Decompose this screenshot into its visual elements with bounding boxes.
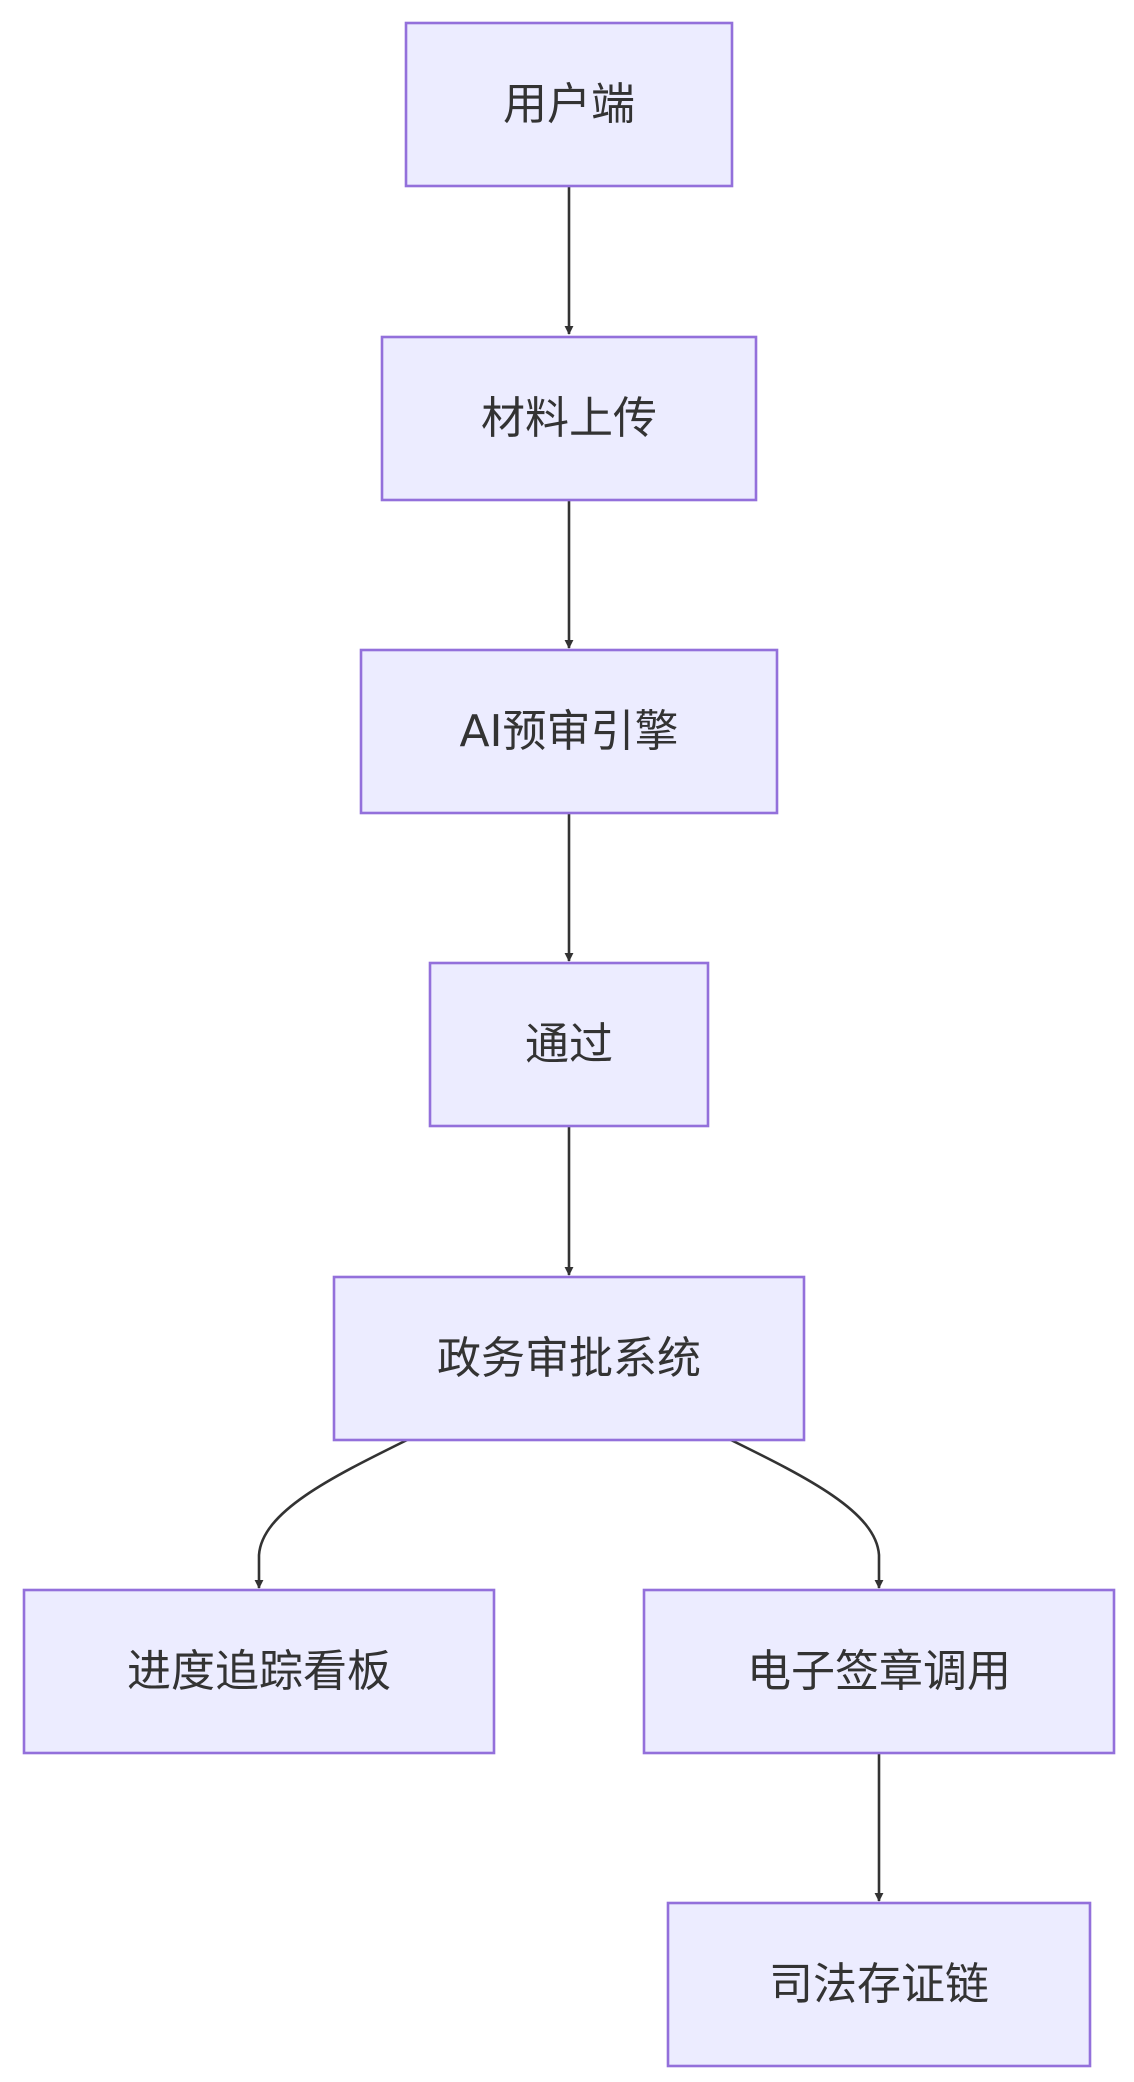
node-user-client[interactable]: 用户端: [404, 21, 734, 188]
node-label: 司法存证链: [769, 1959, 989, 2010]
node-label: 电子签章调用: [747, 1646, 1011, 1697]
edges: [254, 186, 884, 1902]
node-material-upload[interactable]: 材料上传: [380, 335, 758, 502]
node-label: 用户端: [503, 79, 635, 130]
node-passed[interactable]: 通过: [428, 961, 710, 1128]
node-label: 进度追踪看板: [127, 1646, 391, 1697]
node-e-signature[interactable]: 电子签章调用: [642, 1588, 1116, 1755]
node-ai-review[interactable]: AI预审引擎: [359, 648, 779, 815]
node-label: AI预审引擎: [459, 706, 678, 757]
node-judicial-chain[interactable]: 司法存证链: [666, 1901, 1092, 2068]
node-gov-approval[interactable]: 政务审批系统: [332, 1275, 806, 1442]
edge-gov-approval-to-e-signature: [730, 1438, 884, 1589]
node-progress-board[interactable]: 进度追踪看板: [22, 1588, 496, 1755]
node-label: 材料上传: [481, 393, 657, 444]
edge-gov-approval-to-progress-board: [254, 1438, 408, 1589]
node-label: 政务审批系统: [437, 1333, 701, 1384]
node-label: 通过: [525, 1019, 613, 1070]
